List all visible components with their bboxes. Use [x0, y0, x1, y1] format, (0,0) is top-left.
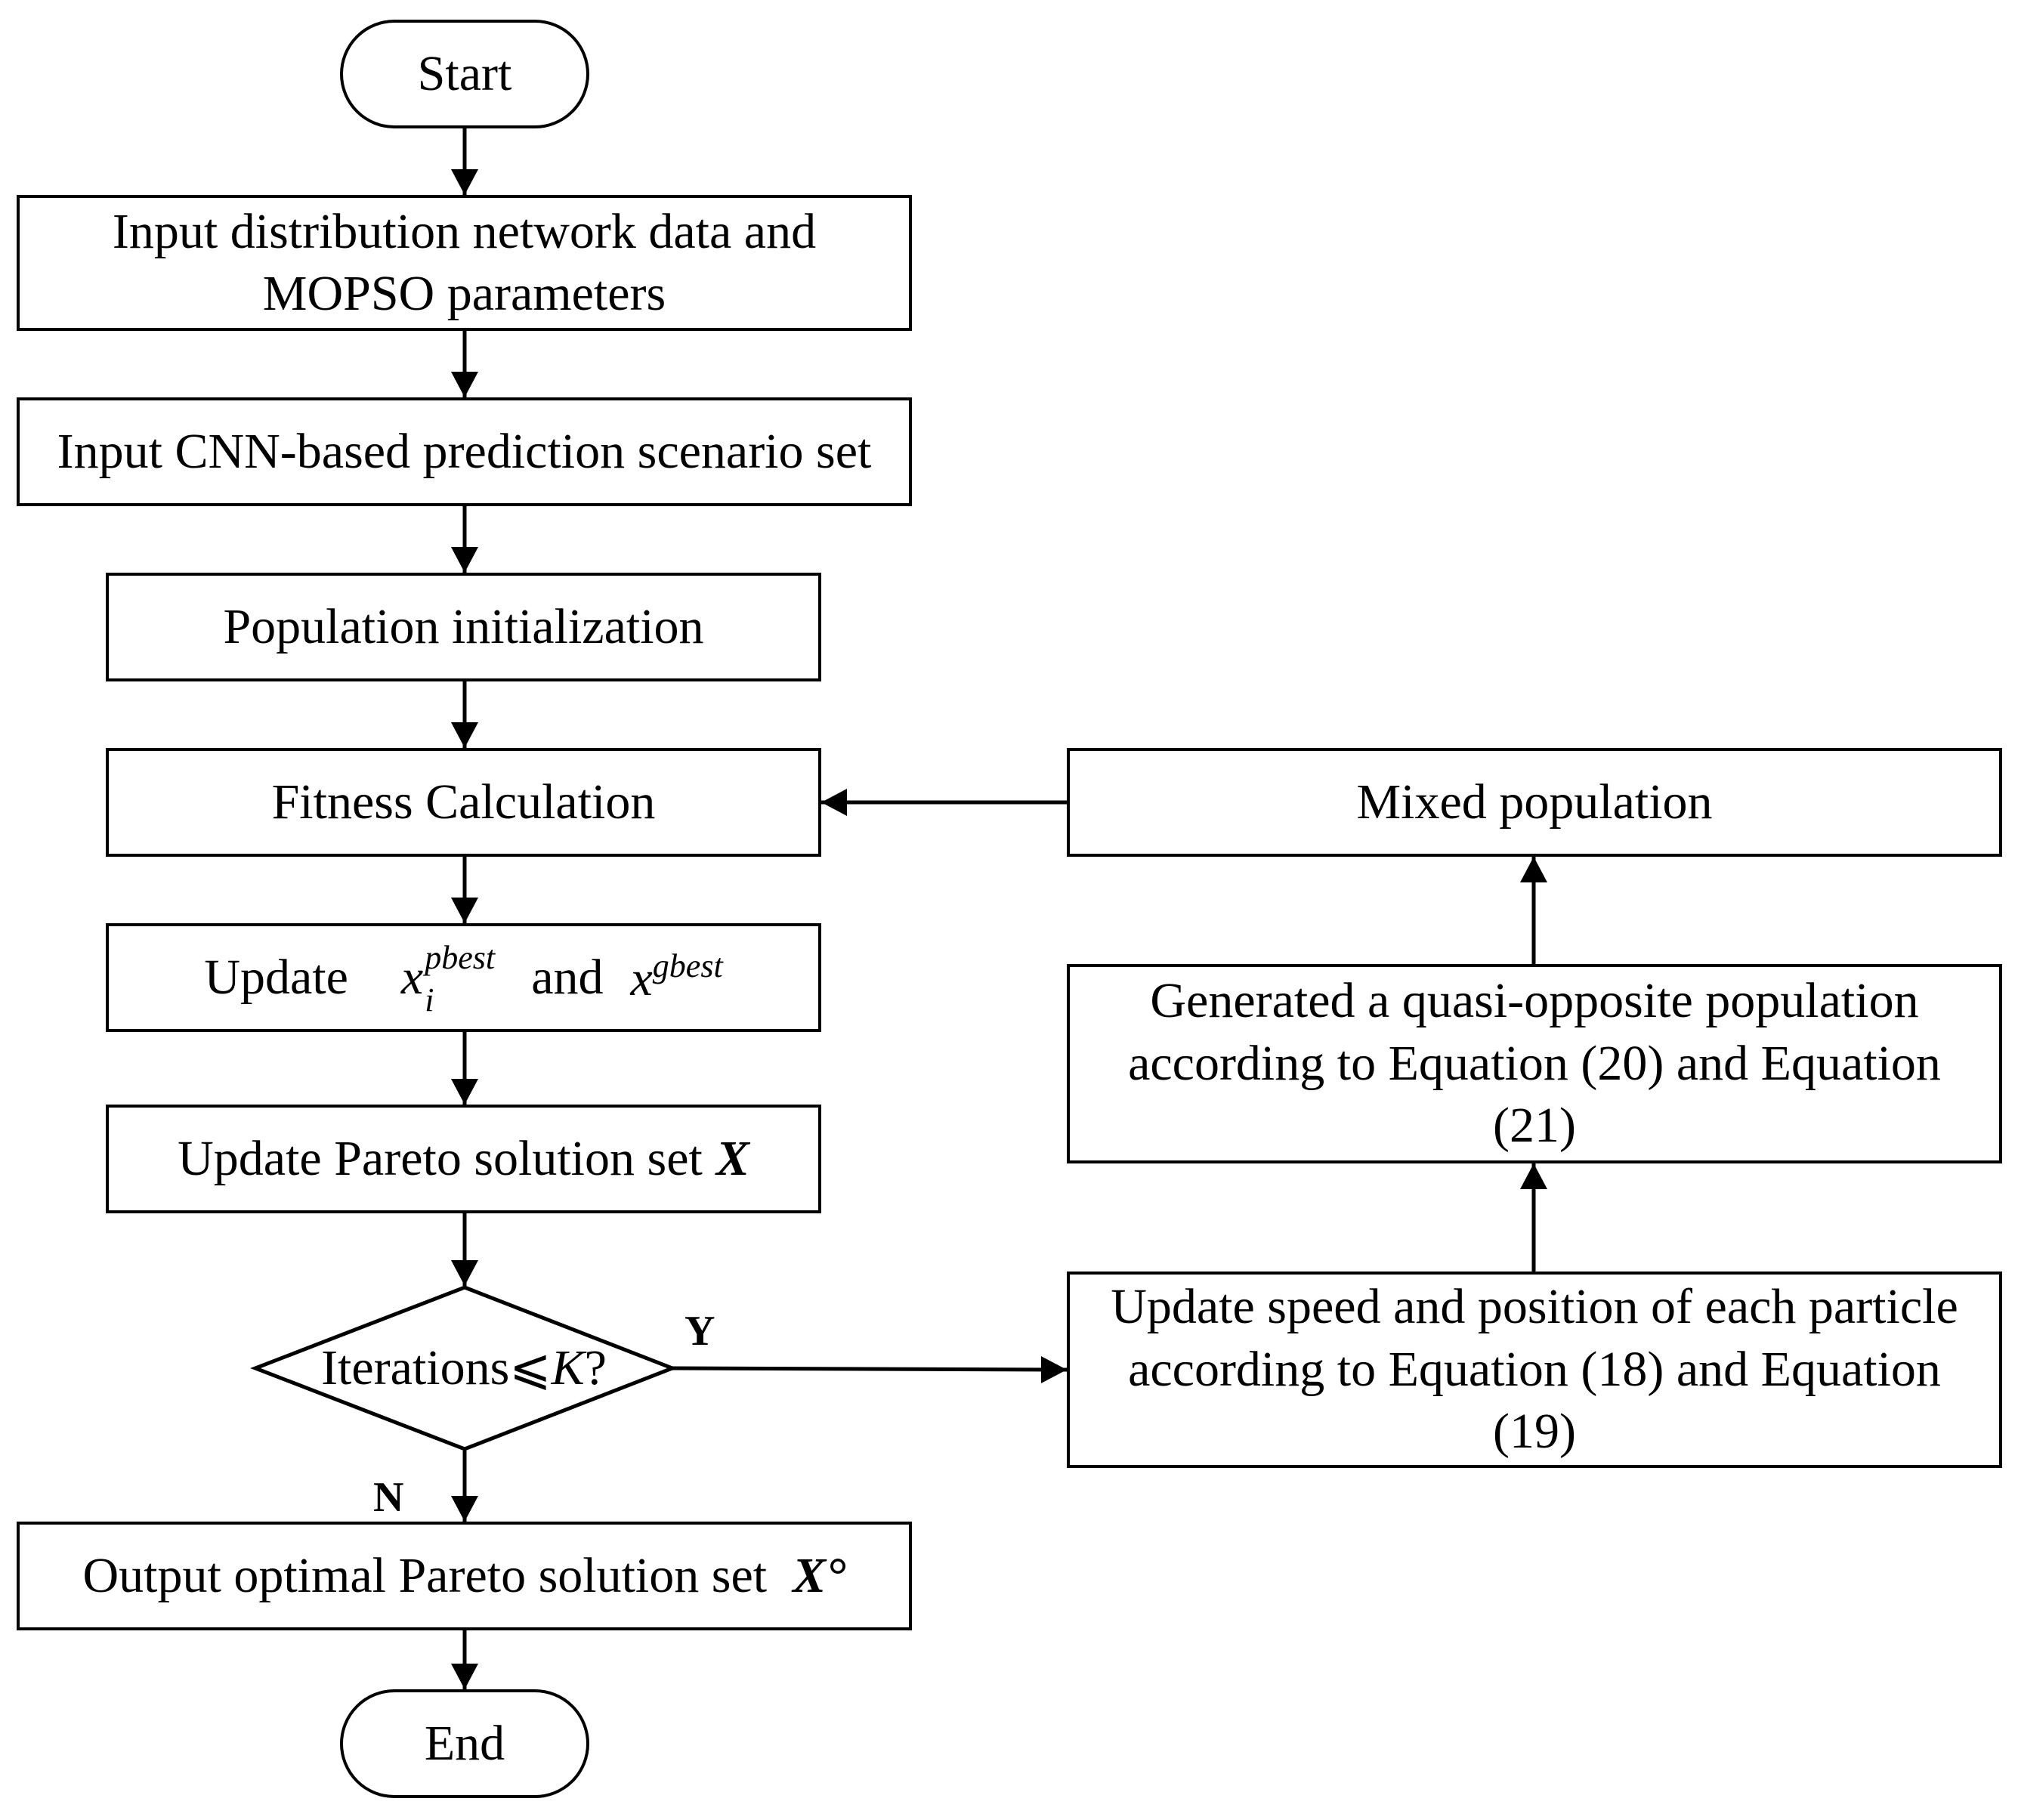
arrowhead — [821, 789, 847, 816]
pbest-sup: pbest — [425, 938, 496, 976]
update-speed-node: Update speed and position of each partic… — [1067, 1272, 2002, 1468]
quasi-line-2: according to Equation (20) and Equation — [1128, 1035, 1941, 1091]
pbest-subsup: pbest i — [423, 939, 495, 1018]
fitness-label: Fitness Calculation — [271, 774, 656, 830]
arrow-decision-to-updatespeed — [672, 1366, 1068, 1372]
gbest-base: x — [630, 950, 653, 1006]
arrowhead — [451, 1079, 478, 1105]
quasi-line-1: Generated a quasi-opposite population — [1150, 973, 1919, 1029]
update-pareto-node: Update Pareto solution set X — [106, 1105, 821, 1213]
arrowhead — [451, 547, 478, 573]
arrowhead — [451, 169, 478, 195]
input-data-line-1: Input distribution network data and — [112, 203, 817, 259]
population-init-label: Population initialization — [223, 598, 704, 654]
decision-label: Iterations⩽ — [321, 1340, 552, 1395]
arrowhead — [1041, 1356, 1067, 1383]
update-best-conj: and — [531, 949, 604, 1005]
gbest-var: xgbest — [631, 945, 723, 1011]
arrowhead — [451, 1260, 478, 1286]
update-pareto-label: Update Pareto solution set — [178, 1130, 703, 1186]
arrowhead — [451, 722, 478, 748]
pareto-set-var: X — [715, 1130, 749, 1186]
output-label: Output optimal Pareto solution set — [82, 1547, 768, 1603]
input-cnn-node: Input CNN-based prediction scenario set — [17, 397, 912, 506]
population-init-node: Population initialization — [106, 573, 821, 681]
edge-label-yes: Y — [685, 1308, 715, 1355]
arrowhead — [451, 1496, 478, 1522]
fitness-node: Fitness Calculation — [106, 748, 821, 857]
decision-var: K — [551, 1340, 585, 1395]
arrowhead — [451, 1664, 478, 1689]
end-node: End — [340, 1689, 589, 1798]
quasi-line-3: (21) — [1493, 1098, 1576, 1154]
update-speed-line-1: Update speed and position of each partic… — [1111, 1279, 1958, 1335]
arrowhead — [451, 372, 478, 397]
decision-diamond-shape — [250, 1285, 678, 1451]
end-label: End — [424, 1715, 505, 1771]
pbest-base: x — [400, 949, 424, 1005]
decision-question-mark: ? — [584, 1340, 607, 1395]
arrowhead — [1520, 1163, 1547, 1189]
arrowhead — [451, 898, 478, 923]
start-label: Start — [417, 45, 512, 101]
gbest-sup: gbest — [652, 947, 723, 984]
arrowhead — [1520, 857, 1547, 882]
mixed-population-node: Mixed population — [1067, 748, 2002, 857]
input-cnn-label: Input CNN-based prediction scenario set — [57, 423, 872, 479]
start-node: Start — [340, 20, 589, 128]
decision-node: Iterations⩽K? — [255, 1287, 672, 1449]
update-speed-line-3: (19) — [1493, 1404, 1576, 1460]
pbest-sub: i — [425, 981, 434, 1018]
output-var: X° — [793, 1547, 846, 1603]
output-node: Output optimal Pareto solution set X° — [17, 1522, 912, 1630]
edge-label-no: N — [373, 1474, 404, 1521]
mixed-population-label: Mixed population — [1356, 774, 1713, 830]
input-data-line-2: MOPSO parameters — [262, 266, 666, 321]
input-data-node: Input distribution network data and MOPS… — [17, 195, 912, 331]
quasi-opposite-node: Generated a quasi-opposite population ac… — [1067, 964, 2002, 1163]
update-speed-line-2: according to Equation (18) and Equation — [1128, 1341, 1941, 1397]
update-best-prefix: Update — [204, 949, 348, 1005]
